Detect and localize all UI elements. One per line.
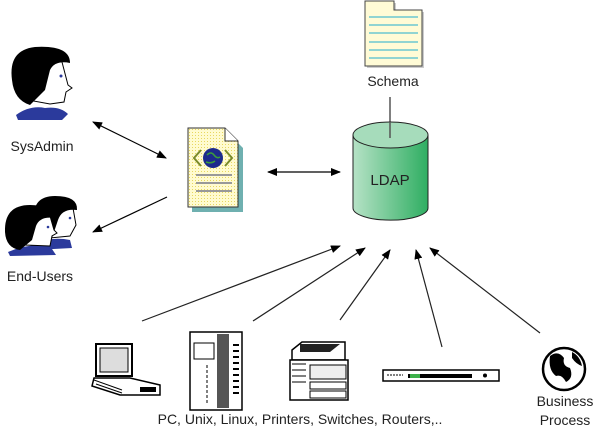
end-users-node: End-Users [4, 196, 78, 284]
printer-icon [289, 341, 349, 401]
arrow-server-ldap [252, 247, 366, 322]
business-process-node: Business Process [537, 346, 594, 428]
end-users-label: End-Users [7, 268, 73, 284]
business-process-label-line2: Process [540, 412, 591, 428]
business-process-label-line1: Business [537, 393, 594, 409]
laptop-icon [91, 343, 161, 396]
sysadmin-label: SysAdmin [10, 138, 73, 154]
server-icon [189, 331, 243, 411]
ldap-node: LDAP [352, 121, 429, 221]
people-icon [4, 196, 78, 256]
web-document-icon [187, 127, 243, 212]
person-icon [11, 46, 73, 120]
globe-icon [541, 346, 587, 392]
arrow-printer-ldap [339, 249, 391, 321]
schema-document-icon [364, 0, 424, 68]
ldap-label: LDAP [370, 172, 409, 189]
router-icon [382, 369, 500, 382]
devices-label: PC, Unix, Linux, Printers, Switches, Rou… [158, 411, 443, 427]
schema-node: Schema [364, 0, 424, 89]
arrow-sysadmin-document [92, 121, 167, 159]
arrow-document-endusers [92, 196, 168, 233]
arrow-pc-ldap [141, 245, 341, 322]
arrow-router-ldap [414, 249, 443, 348]
database-cylinder-icon [352, 121, 429, 221]
schema-label: Schema [367, 73, 419, 89]
sysadmin-node: SysAdmin [10, 46, 74, 154]
arrow-business-ldap [429, 247, 541, 334]
